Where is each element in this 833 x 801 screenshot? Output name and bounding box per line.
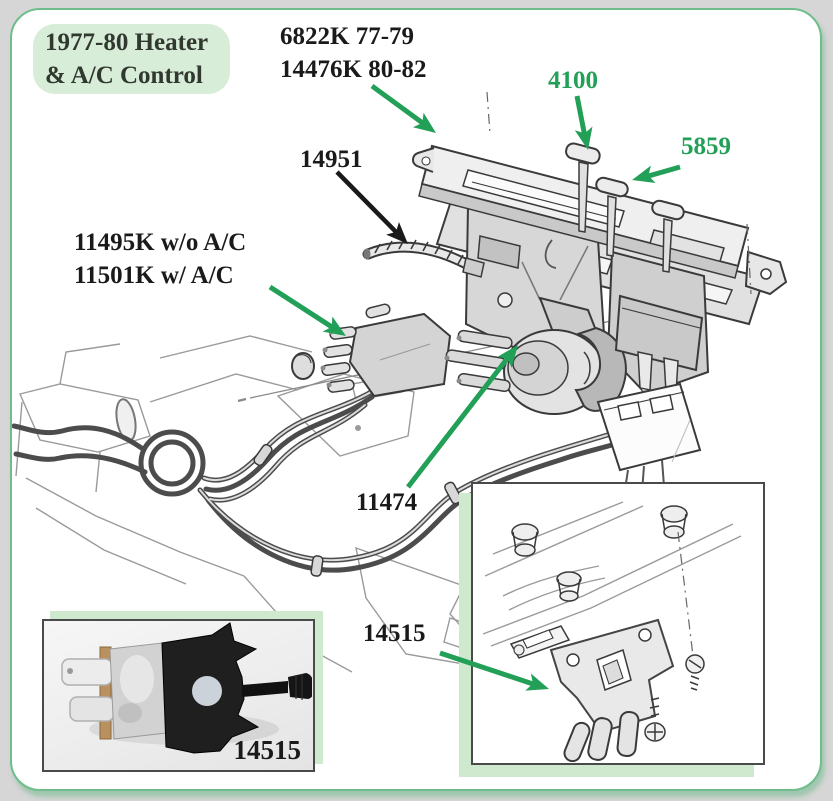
label-vacuum-harness: 11495K w/o A/C 11501K w/ A/C (74, 226, 246, 292)
photo-inset-box: 14515 (42, 619, 315, 772)
vacuum-motor-photo (61, 622, 315, 754)
title-line2: & A/C Control (45, 62, 203, 89)
label-14515: 14515 (363, 620, 426, 647)
label-11474: 11474 (356, 489, 418, 516)
screws (644, 654, 705, 742)
label-assembly: 6822K 77-79 14476K 80-82 (280, 20, 427, 86)
label-harness-line2: 11501K w/ A/C (74, 262, 234, 289)
label-5859: 5859 (681, 133, 731, 160)
bracket-inset-box (471, 482, 765, 765)
label-assembly-line2: 14476K 80-82 (280, 56, 427, 83)
label-4100: 4100 (548, 67, 598, 94)
title-box: 1977-80 Heater & A/C Control (33, 24, 230, 94)
title-line1: 1977-80 Heater (45, 29, 209, 56)
vacuum-motor-part (61, 622, 315, 754)
label-assembly-line1: 6822K 77-79 (280, 23, 415, 50)
vacuum-motor-bracket (549, 618, 675, 763)
photo-part-number: 14515 (233, 735, 302, 765)
bracket-drawing (482, 501, 742, 763)
label-cable: 14951 (300, 146, 363, 173)
slot-plate (509, 625, 571, 659)
mounting-grommets (511, 505, 688, 602)
label-harness-line1: 11495K w/o A/C (74, 229, 247, 256)
